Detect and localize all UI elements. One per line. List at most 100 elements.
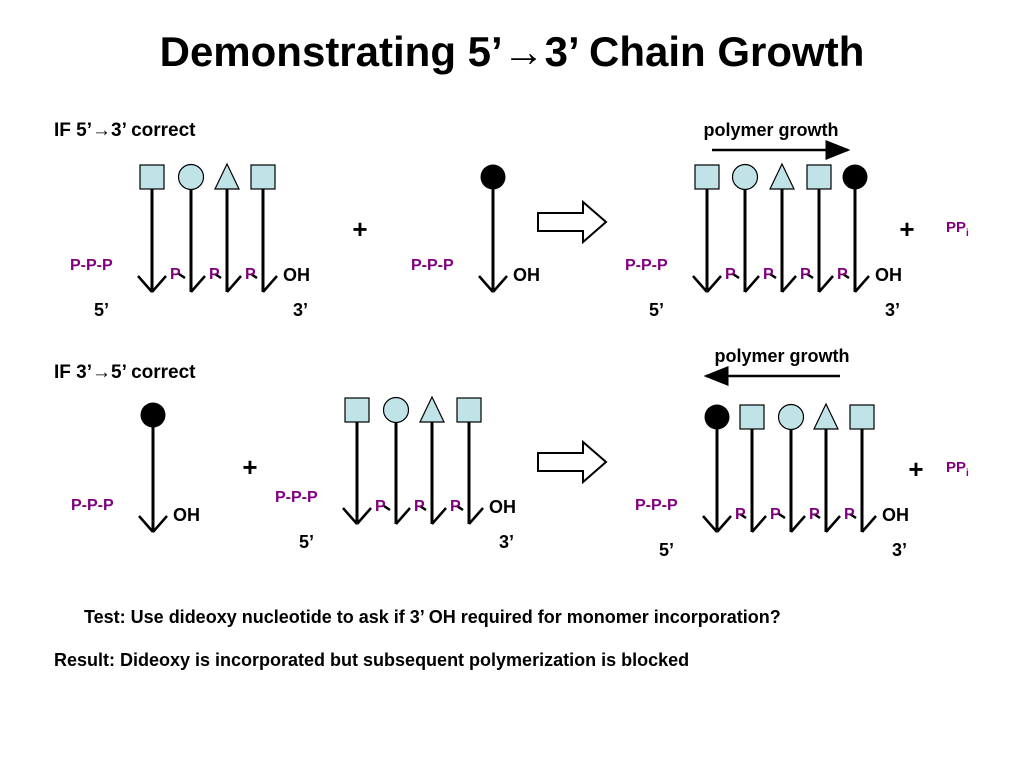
- plus-sign: +: [352, 214, 367, 244]
- sugar-left-bond: [478, 275, 494, 293]
- phosphodiester-bond: [790, 515, 806, 533]
- hydroxyl-label: OH: [882, 505, 909, 525]
- sugar-left-bond: [138, 515, 154, 533]
- sugar-left-bond: [342, 507, 358, 525]
- three-prime-label: 3’: [293, 300, 308, 320]
- square-base: [739, 404, 765, 430]
- phosphodiester-bond: [751, 515, 767, 533]
- sugar-right-bond: [152, 515, 168, 533]
- incoming-nucleotide-base: [140, 402, 166, 428]
- square-base: [139, 164, 165, 190]
- three-prime-label: 3’: [499, 532, 514, 552]
- circle-base: [731, 163, 759, 191]
- three-prime-label: 3’: [885, 300, 900, 320]
- phosphodiester-bond: [178, 272, 186, 280]
- phosphate-label: P: [209, 266, 220, 283]
- sugar-right-bond: [861, 515, 877, 533]
- square-base: [806, 164, 832, 190]
- polymer-growth-label: polymer growth: [714, 346, 849, 366]
- triangle-base: [769, 162, 795, 190]
- phosphate-label: P: [725, 266, 736, 283]
- triphosphate-label: P-P-P: [635, 497, 678, 514]
- phosphodiester-bond: [151, 275, 167, 293]
- square-base: [456, 397, 482, 423]
- case1-label: IF 5’→3’ correct: [54, 120, 196, 141]
- phosphate-label: P: [770, 506, 781, 523]
- hydroxyl-label: OH: [173, 505, 200, 525]
- phosphate-label: P: [837, 266, 848, 283]
- reaction-arrow: [537, 439, 608, 485]
- phosphodiester-bond: [706, 275, 722, 293]
- sugar-left-bond: [137, 275, 153, 293]
- phosphodiester-bond: [806, 272, 814, 280]
- phosphodiester-bond: [849, 512, 857, 520]
- phosphate-label: P: [450, 498, 461, 515]
- five-prime-label: 5’: [649, 300, 664, 320]
- hydroxyl-label: OH: [513, 265, 540, 285]
- incoming-nucleotide-base: [704, 404, 730, 430]
- phosphate-label: P: [414, 498, 425, 515]
- phosphate-label: P: [245, 266, 256, 283]
- three-prime-label: 3’: [892, 540, 907, 560]
- phosphodiester-bond: [769, 272, 777, 280]
- sugar-right-bond: [262, 275, 278, 293]
- circle-base: [777, 403, 805, 431]
- square-base: [250, 164, 276, 190]
- phosphodiester-bond: [739, 512, 747, 520]
- phosphodiester-bond: [781, 275, 797, 293]
- phosphodiester-bond: [825, 515, 841, 533]
- phosphodiester-bond: [716, 515, 732, 533]
- hydroxyl-label: OH: [489, 497, 516, 517]
- result-text: Result: Dideoxy is incorporated but subs…: [54, 650, 690, 670]
- phosphodiester-bond: [395, 507, 411, 525]
- plus-sign: +: [908, 454, 923, 484]
- reaction-arrow: [537, 199, 608, 245]
- triangle-base: [813, 402, 839, 430]
- phosphate-label: P: [375, 498, 386, 515]
- phosphodiester-bond: [818, 275, 834, 293]
- incoming-nucleotide-base: [480, 164, 506, 190]
- phosphate-label: P: [809, 506, 820, 523]
- triphosphate-label: P-P-P: [411, 257, 454, 274]
- phosphodiester-bond: [778, 512, 786, 520]
- polymer-growth-label: polymer growth: [703, 120, 838, 140]
- case2-label: IF 3’→5’ correct: [54, 362, 196, 383]
- triangle-base: [214, 162, 240, 190]
- phosphodiester-bond: [250, 272, 258, 280]
- phosphate-label: P: [170, 266, 181, 283]
- phosphate-label: P: [763, 266, 774, 283]
- triphosphate-label: P-P-P: [275, 489, 318, 506]
- phosphate-label: P: [800, 266, 811, 283]
- phosphodiester-bond: [431, 507, 447, 525]
- phosphodiester-bond: [419, 504, 427, 512]
- phosphodiester-bond: [226, 275, 242, 293]
- page-title: Demonstrating 5’→3’ Chain Growth: [159, 28, 865, 75]
- triphosphate-label: P-P-P: [625, 257, 668, 274]
- triphosphate-label: P-P-P: [71, 497, 114, 514]
- hydroxyl-label: OH: [283, 265, 310, 285]
- phosphodiester-bond: [214, 272, 222, 280]
- square-base: [344, 397, 370, 423]
- sugar-left-bond: [702, 515, 718, 533]
- triphosphate-label: P-P-P: [70, 257, 113, 274]
- plus-sign: +: [899, 214, 914, 244]
- plus-sign: +: [242, 452, 257, 482]
- pyrophosphate-label: PPi: [946, 459, 969, 479]
- sugar-left-bond: [692, 275, 708, 293]
- sugar-right-bond: [492, 275, 508, 293]
- pyrophosphate-label: PPi: [946, 219, 969, 239]
- triangle-base: [419, 395, 445, 423]
- phosphodiester-bond: [813, 512, 821, 520]
- phosphodiester-bond: [383, 504, 391, 512]
- circle-base: [382, 396, 410, 424]
- five-prime-label: 5’: [299, 532, 314, 552]
- phosphodiester-bond: [744, 275, 760, 293]
- phosphodiester-bond: [456, 504, 464, 512]
- circle-base: [177, 163, 205, 191]
- incoming-nucleotide-base: [842, 164, 868, 190]
- sugar-right-bond: [854, 275, 870, 293]
- square-base: [849, 404, 875, 430]
- five-prime-label: 5’: [94, 300, 109, 320]
- square-base: [694, 164, 720, 190]
